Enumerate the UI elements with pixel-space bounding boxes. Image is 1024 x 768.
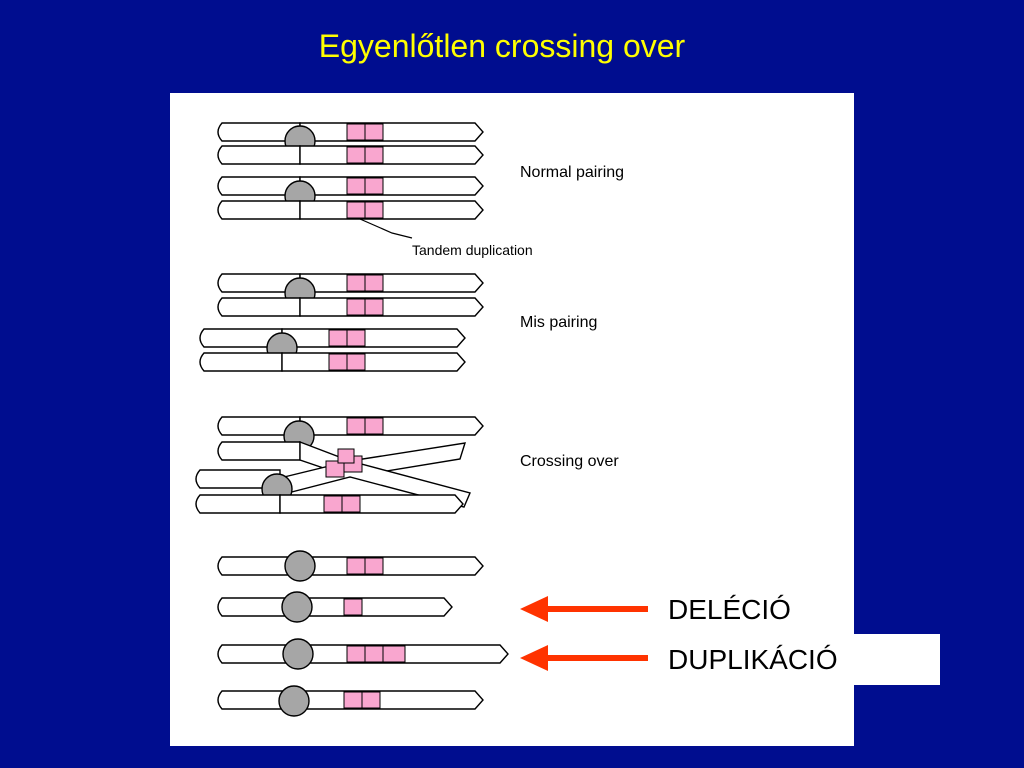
chromosome xyxy=(217,416,484,452)
mispairing-group: Mis pairing xyxy=(199,273,597,372)
result-chromosome-normal-2 xyxy=(217,685,484,717)
crossing-over-label: Crossing over xyxy=(520,453,619,470)
arrow-left-icon xyxy=(520,596,648,622)
slide-title: Egyenlőtlen crossing over xyxy=(318,28,686,64)
chromosome xyxy=(217,297,484,317)
arrow-left-icon xyxy=(520,645,648,671)
chromosome xyxy=(199,352,466,372)
mispairing-label: Mis pairing xyxy=(520,314,597,331)
chromosome xyxy=(199,328,466,364)
result-group xyxy=(217,550,509,717)
deletion-label: DELÉCIÓ xyxy=(668,594,791,625)
crossing-over-group: Crossing over xyxy=(195,416,619,514)
normal-pairing-group: Normal pairing Tandem duplication xyxy=(217,122,624,258)
crossing-over-diagram: Normal pairing Tandem duplication xyxy=(195,122,624,717)
result-chromosome-deletion xyxy=(217,591,453,623)
result-chromosome-normal xyxy=(217,550,484,582)
chromosome xyxy=(217,200,484,220)
duplication-label-box xyxy=(664,634,940,685)
duplication-label: DUPLIKÁCIÓ xyxy=(668,644,838,675)
result-chromosome-duplication xyxy=(217,638,509,670)
chromosome xyxy=(217,145,484,165)
chromosome xyxy=(195,494,464,514)
chromosome xyxy=(217,122,484,157)
diagram-panel: Normal pairing Tandem duplication xyxy=(170,93,854,746)
pointer-line xyxy=(359,218,413,239)
normal-pairing-label: Normal pairing xyxy=(520,164,624,181)
tandem-duplication-label: Tandem duplication xyxy=(412,242,533,258)
